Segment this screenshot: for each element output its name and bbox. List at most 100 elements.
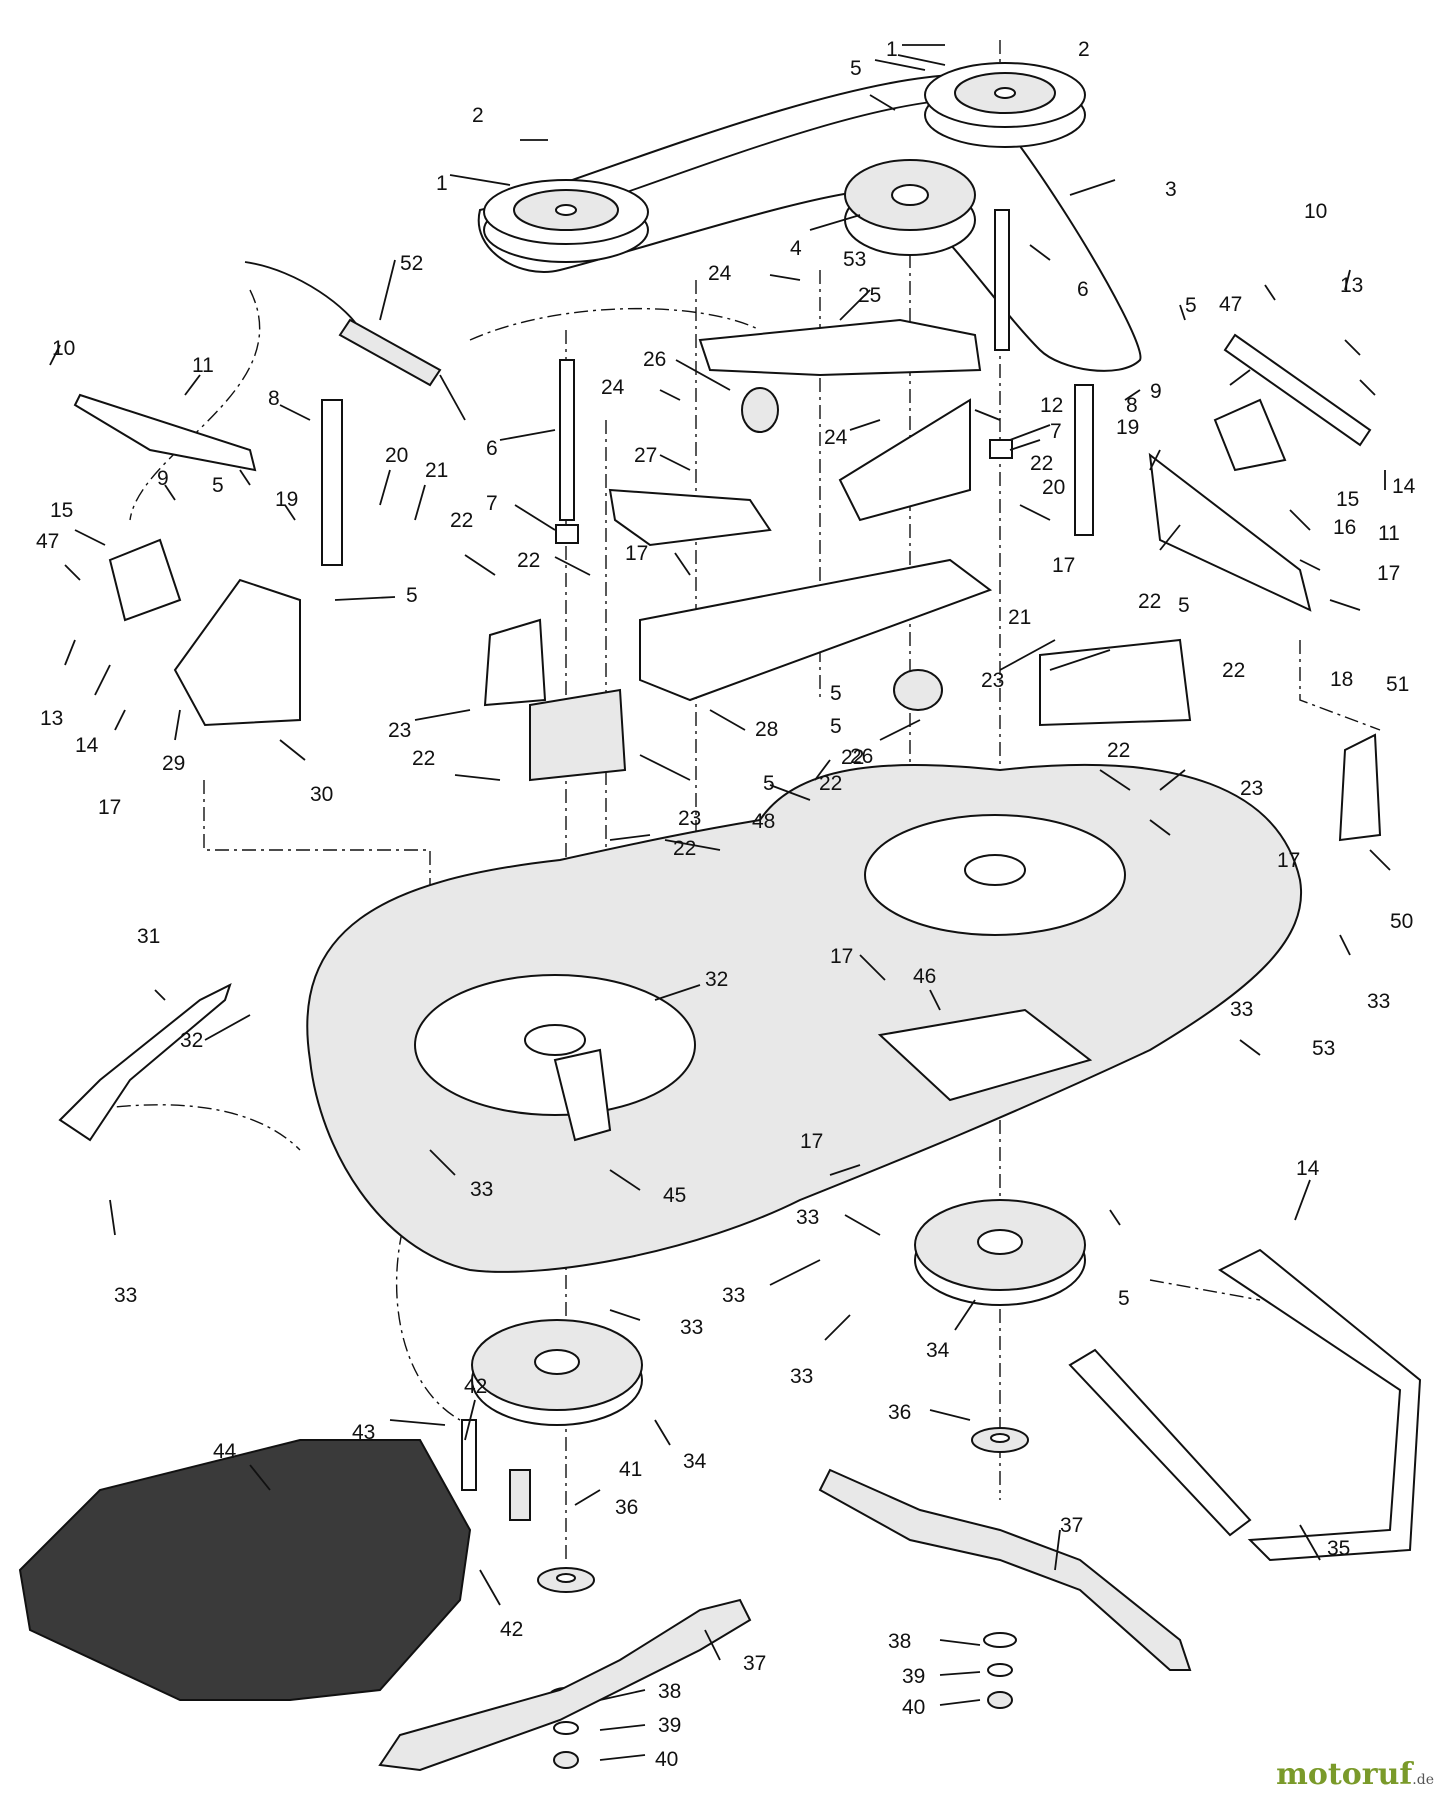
label-11b: 11 xyxy=(1378,522,1400,545)
bracket-18 xyxy=(1148,452,1312,612)
label-24a: 24 xyxy=(708,262,732,285)
label-15b: 15 xyxy=(1336,488,1359,511)
arm-11-right xyxy=(1223,333,1372,447)
label-23a: 23 xyxy=(388,719,411,742)
baffle-23-right xyxy=(1039,638,1192,727)
label-26b: 26 xyxy=(850,745,873,768)
label-33h: 33 xyxy=(1230,998,1253,1021)
label-8a: 8 xyxy=(268,387,280,410)
label-45: 45 xyxy=(663,1184,686,1207)
label-22j: 22 xyxy=(673,837,696,860)
label-40b: 40 xyxy=(902,1696,925,1719)
label-38b: 38 xyxy=(888,1630,911,1653)
label-39a: 39 xyxy=(658,1714,681,1737)
deck-bracket-28 xyxy=(639,558,993,702)
label-39b: 39 xyxy=(902,1665,925,1688)
label-1b: 1 xyxy=(436,172,448,195)
label-14b: 14 xyxy=(75,734,99,757)
label-37a: 37 xyxy=(743,1652,766,1675)
label-14c: 14 xyxy=(1296,1157,1320,1180)
spring-26-lower xyxy=(893,669,943,711)
label-18: 18 xyxy=(1330,668,1353,691)
label-33c: 33 xyxy=(680,1316,703,1339)
label-10b: 10 xyxy=(1304,200,1327,223)
label-5d: 5 xyxy=(1185,294,1197,317)
label-36a: 36 xyxy=(615,1496,638,1519)
label-38a: 38 xyxy=(658,1680,681,1703)
label-33b: 33 xyxy=(470,1178,493,1201)
label-22h: 22 xyxy=(819,772,842,795)
arm-11-left xyxy=(73,393,257,472)
label-5h: 5 xyxy=(763,772,775,795)
label-5g: 5 xyxy=(830,715,842,738)
watermark-tld: .de xyxy=(1412,1772,1434,1788)
label-17g: 17 xyxy=(1052,554,1075,577)
label-22c: 22 xyxy=(1030,452,1053,475)
label-47b: 47 xyxy=(36,530,59,553)
label-5a: 5 xyxy=(850,57,862,80)
spindle-housing-34-right xyxy=(914,1199,1086,1306)
nut-40-right xyxy=(987,1691,1013,1709)
label-22f: 22 xyxy=(412,747,435,770)
pin-43 xyxy=(461,1419,477,1491)
label-8b: 8 xyxy=(1126,394,1138,417)
bracket-46 xyxy=(877,1008,1093,1102)
bracket-12 xyxy=(838,398,971,522)
label-33a: 33 xyxy=(114,1284,137,1307)
label-17b: 17 xyxy=(98,796,121,819)
deflector-44 xyxy=(18,1439,472,1701)
label-10a: 10 xyxy=(52,337,75,360)
label-27: 27 xyxy=(634,444,657,467)
label-19a: 19 xyxy=(275,488,298,511)
label-32a: 32 xyxy=(180,1029,203,1052)
mower-deck-53 xyxy=(306,764,1303,1273)
watermark-logo: motoruf.de xyxy=(1276,1757,1434,1792)
label-20b: 20 xyxy=(1042,476,1065,499)
plate-15-right xyxy=(1213,398,1287,472)
label-53b: 53 xyxy=(1312,1037,1335,1060)
label-34b: 34 xyxy=(926,1339,950,1362)
label-35: 35 xyxy=(1327,1537,1350,1560)
blade-37-right xyxy=(818,1468,1192,1671)
label-6a: 6 xyxy=(1077,278,1089,301)
label-26a: 26 xyxy=(643,348,666,371)
label-41: 41 xyxy=(619,1458,642,1481)
label-20a: 20 xyxy=(385,444,408,467)
hinge-bracket-45 xyxy=(553,1048,612,1142)
bracket-30 xyxy=(173,578,301,727)
label-17e: 17 xyxy=(830,945,853,968)
label-14a: 14 xyxy=(1392,475,1416,498)
label-42b: 42 xyxy=(500,1618,523,1641)
label-22a: 22 xyxy=(450,509,473,532)
label-33e: 33 xyxy=(722,1284,745,1307)
link-8-right xyxy=(1074,384,1094,536)
label-25: 25 xyxy=(858,284,881,307)
label-44: 44 xyxy=(213,1440,237,1463)
label-21b: 21 xyxy=(1008,606,1031,629)
label-23d: 23 xyxy=(1240,777,1263,800)
bearing-36-right xyxy=(971,1427,1029,1453)
label-51: 51 xyxy=(1386,673,1409,696)
label-52: 52 xyxy=(400,252,423,275)
label-53a: 53 xyxy=(843,248,866,271)
label-17a: 17 xyxy=(625,542,648,565)
baffle-23-left xyxy=(483,618,547,707)
washer-39-left xyxy=(553,1721,579,1735)
label-42a: 42 xyxy=(464,1375,487,1398)
label-4: 4 xyxy=(790,237,802,260)
label-17f: 17 xyxy=(800,1130,823,1153)
blade-37-left xyxy=(378,1598,752,1772)
idler-arm-27 xyxy=(608,488,772,547)
idler-pulley xyxy=(844,159,976,256)
label-22g: 22 xyxy=(841,746,864,769)
nut-40-left xyxy=(553,1751,579,1769)
bearing-36-left xyxy=(537,1567,595,1593)
label-2a: 2 xyxy=(1078,38,1090,61)
label-50: 50 xyxy=(1390,910,1413,933)
label-9b: 9 xyxy=(1150,380,1162,403)
label-5i: 5 xyxy=(1118,1287,1130,1310)
spring-41 xyxy=(509,1469,531,1521)
label-13b: 13 xyxy=(40,707,63,730)
label-16: 16 xyxy=(1333,516,1356,539)
